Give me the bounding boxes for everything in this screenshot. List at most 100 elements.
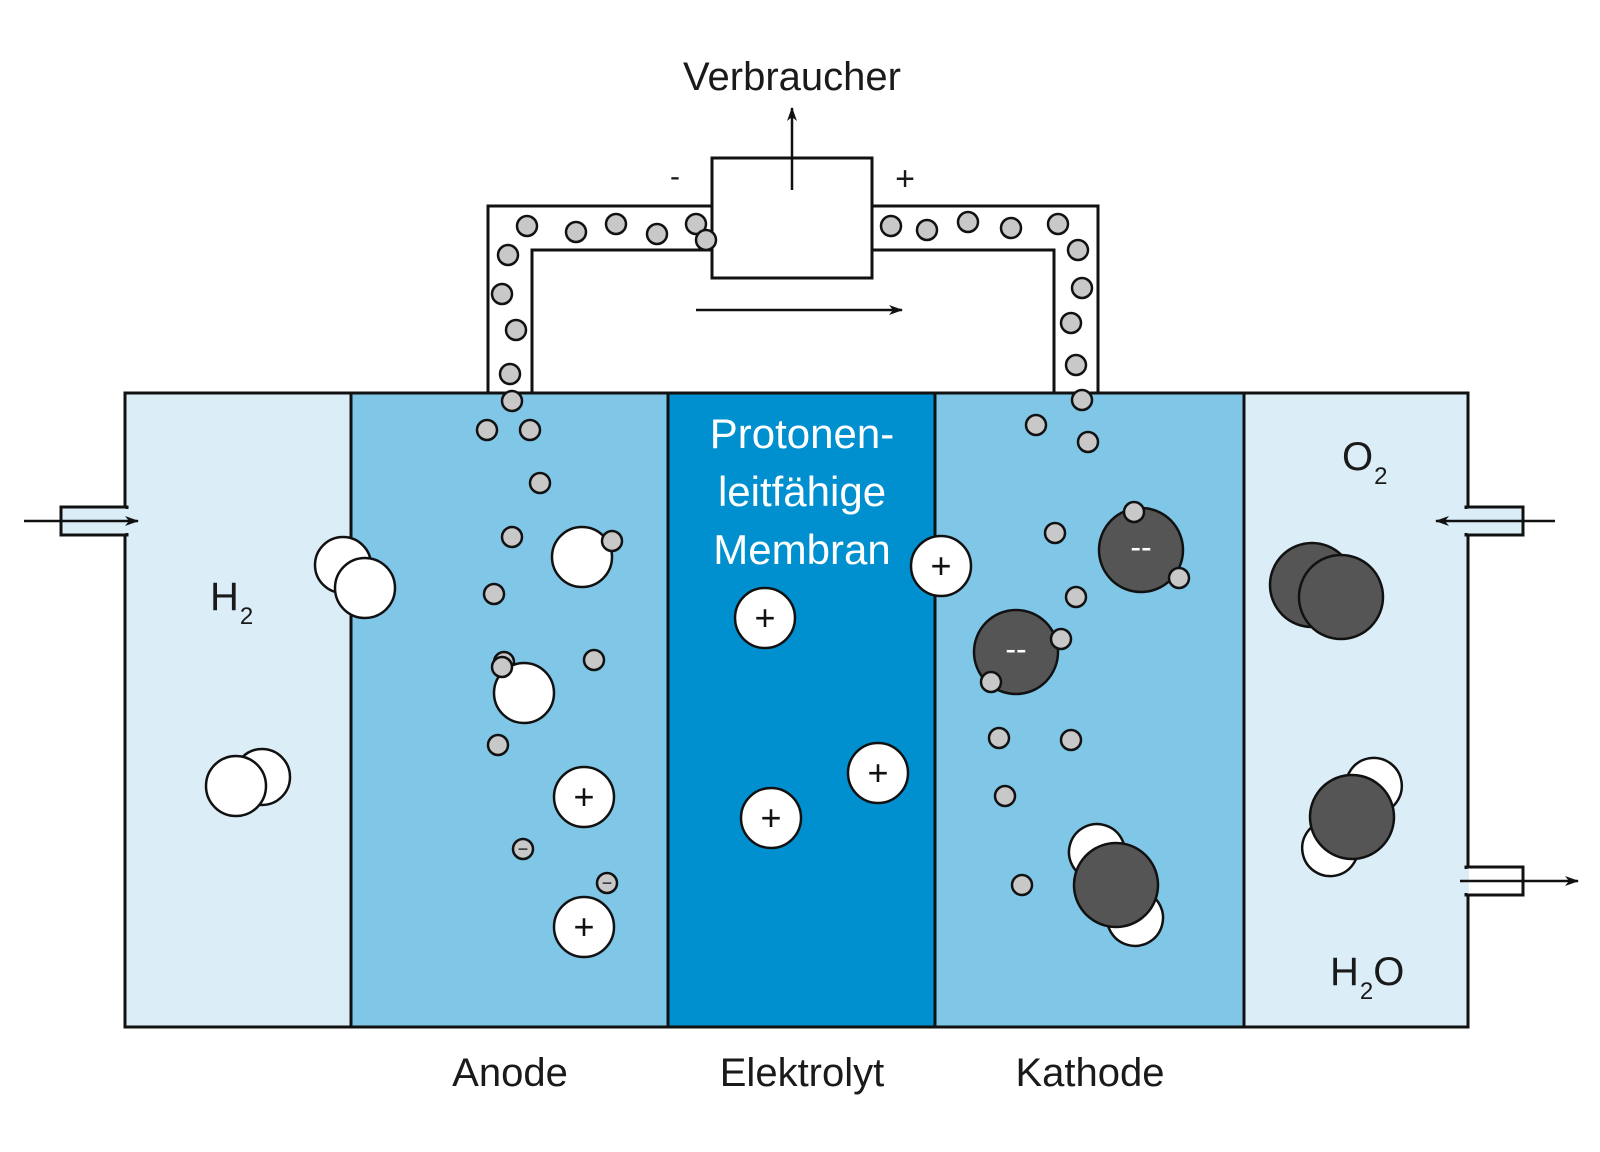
electron-icon: [475, 418, 499, 442]
electron-icon: [482, 582, 506, 606]
electron-icon: [1059, 311, 1083, 335]
electron-negative-icon: −: [511, 837, 535, 861]
electron-icon: [1024, 413, 1048, 437]
cathode-region: [933, 391, 1246, 1029]
electron-icon: [490, 655, 514, 679]
oxygen-atom: [1297, 553, 1385, 641]
proton-circle: [552, 765, 616, 829]
proton-icon: +: [739, 786, 803, 850]
oxide-ion-icon: --: [972, 608, 1073, 696]
electrolyte-label: Elektrolyt: [720, 1051, 885, 1095]
electron-icon: [1010, 873, 1034, 897]
electron-icon: [1059, 728, 1083, 752]
water-outlet-pipe: [1460, 865, 1579, 897]
electron-icon: [645, 222, 669, 246]
hydrogen-molecule-icon: [313, 535, 397, 620]
proton-charge-sign: +: [867, 752, 888, 793]
proton-icon: +: [733, 586, 797, 650]
water-molecule-icon: [1300, 756, 1404, 878]
membrane-label-line-1: Protonen-: [710, 410, 894, 457]
electron-icon: [1046, 212, 1070, 236]
electron-icon: [486, 733, 510, 757]
oxygen-inlet-pipe: [1435, 505, 1555, 537]
electron-icon: [1049, 627, 1073, 651]
electron-icon: [1066, 238, 1090, 262]
proton-icon: +: [552, 895, 616, 959]
hydrogen-atom: [492, 661, 556, 725]
hydrogen-molecule-icon: [204, 747, 292, 818]
electron-icon: [987, 726, 1011, 750]
water-formula: H2O: [1330, 950, 1404, 1005]
electron-icon: [515, 214, 539, 238]
hydrogen-atom-with-electron-icon: [550, 525, 624, 589]
electron-icon: [1070, 276, 1094, 300]
electron-icon: [915, 218, 939, 242]
oxygen-atom: [1072, 841, 1160, 929]
electron-icon: [979, 670, 1003, 694]
hydrogen-atom-with-electron-icon: [490, 655, 556, 725]
electron-icon: [1064, 585, 1088, 609]
oxygen-molecule-icon: [1268, 541, 1385, 641]
electron-circle: [511, 837, 535, 861]
cathode-gas-chamber: [1242, 391, 1470, 1029]
electron-icon: [956, 210, 980, 234]
electron-icon: [500, 525, 524, 549]
proton-icon: +: [552, 765, 616, 829]
electron-icon: [1043, 521, 1067, 545]
proton-circle: [552, 895, 616, 959]
water-molecule-icon: [1067, 822, 1165, 948]
electron-icon: [498, 362, 522, 386]
proton-circle: [733, 586, 797, 650]
electron-icon: [518, 418, 542, 442]
hydrogen-atom: [333, 556, 397, 620]
electron-icon: [496, 243, 520, 267]
anode-gas-chamber: [123, 391, 353, 1029]
proton-charge-sign: +: [760, 797, 781, 838]
electron-icon: [528, 471, 552, 495]
hydrogen-inlet-pipe: [24, 505, 139, 537]
membrane-label-line-3: Membran: [713, 526, 890, 573]
electron-icon: [600, 529, 624, 553]
electron-icon: [684, 212, 708, 236]
electron-icon: [993, 784, 1017, 808]
proton-charge-sign: +: [930, 545, 951, 586]
electron-icon: [604, 212, 628, 236]
electron-icon: [490, 282, 514, 306]
electron-icon: [500, 389, 524, 413]
proton-circle: [846, 741, 910, 805]
electron-icon: [999, 216, 1023, 240]
proton-circle: [739, 786, 803, 850]
particles-layer: −−++++++----: [204, 210, 1404, 959]
electron-icon: [1122, 500, 1146, 524]
electron-icon: [564, 220, 588, 244]
proton-circle: [909, 534, 973, 598]
anode-label: Anode: [452, 1051, 568, 1095]
oxygen-atom: [1308, 773, 1396, 861]
electron-negative-icon: −: [595, 871, 619, 895]
electron-icon: [694, 228, 718, 252]
electron-icon: [1167, 566, 1191, 590]
electron-charge-sign: −: [518, 839, 529, 859]
cathode-label: Kathode: [1015, 1051, 1164, 1095]
proton-charge-sign: +: [573, 776, 594, 817]
load-plus-terminal: +: [895, 160, 915, 198]
hydrogen-atom: [204, 754, 268, 818]
electron-icon: [879, 214, 903, 238]
proton-icon: +: [909, 534, 973, 598]
proton-charge-sign: +: [754, 597, 775, 638]
oxide-charge-sign: --: [1005, 631, 1026, 667]
electron-icon: [1070, 388, 1094, 412]
oxide-ion-icon: --: [1097, 500, 1191, 594]
hydrogen-formula: H2: [210, 575, 253, 630]
proton-icon: +: [846, 741, 910, 805]
oxide-charge-sign: --: [1130, 529, 1151, 565]
hydrogen-atom: [550, 525, 614, 589]
electron-icon: [582, 648, 606, 672]
electron-icon: [1064, 353, 1088, 377]
electron-icon: [504, 318, 528, 342]
proton-charge-sign: +: [573, 906, 594, 947]
electron-icon: [1076, 430, 1100, 454]
load-label: Verbraucher: [683, 55, 901, 99]
